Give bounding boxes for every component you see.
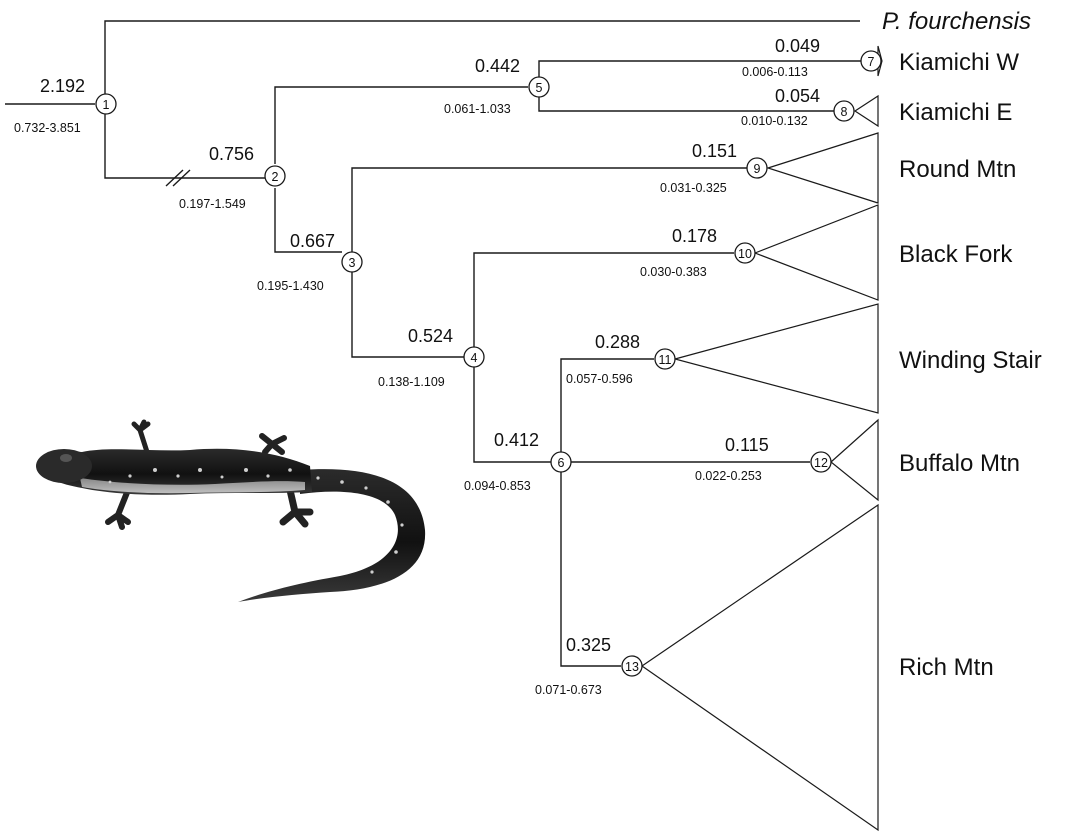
node-hpd-interval: 0.094-0.853 [464,479,531,493]
node-hpd-interval: 0.010-0.132 [741,114,808,128]
node-age: 2.192 [40,76,85,96]
node-hpd-interval: 0.022-0.253 [695,469,762,483]
node-hpd-interval: 0.057-0.596 [566,372,633,386]
node-age: 0.667 [290,231,335,251]
clade-triangle-winding-stair [672,303,879,414]
node-13: 13 0.325 0.071-0.673 [535,635,643,697]
node-hpd-interval: 0.071-0.673 [535,683,602,697]
branch-node5 [538,60,861,112]
clade-triangle-black-fork [753,204,879,301]
node-number: 1 [103,98,110,112]
node-age: 0.049 [775,36,820,56]
node-age: 0.288 [595,332,640,352]
node-12: 12 0.115 0.022-0.253 [695,435,832,483]
node-number: 4 [471,351,478,365]
node-hpd-interval: 0.031-0.325 [660,181,727,195]
node-number: 3 [349,256,356,270]
clade-label-rich-mtn: Rich Mtn [899,654,994,681]
node-hpd-interval: 0.732-3.851 [14,121,81,135]
node-number: 10 [738,247,752,261]
branch-node1 [104,20,860,179]
node-number: 13 [625,660,639,674]
node-age: 0.151 [692,141,737,161]
node-6: 6 0.412 0.094-0.853 [464,430,572,493]
clade-label-kiamichi-w: Kiamichi W [899,49,1019,76]
node-age: 0.115 [725,435,769,455]
node-number: 6 [558,456,565,470]
node-hpd-interval: 0.006-0.113 [742,65,808,79]
node-3: 3 0.667 0.195-1.430 [257,231,363,293]
node-hpd-interval: 0.138-1.109 [378,375,445,389]
branch-node2 [274,86,528,253]
clade-label-kiamichi-e: Kiamichi E [899,99,1012,126]
node-8: 8 0.054 0.010-0.132 [741,86,855,128]
node-number: 2 [272,170,279,184]
node-9: 9 0.151 0.031-0.325 [660,141,768,195]
node-7: 7 0.049 0.006-0.113 [742,36,882,79]
tree-branches [5,20,861,667]
node-hpd-interval: 0.195-1.430 [257,279,324,293]
node-2: 2 0.756 0.197-1.549 [179,144,286,211]
clade-triangles [640,45,883,832]
node-age: 0.178 [672,226,717,246]
clade-triangle-kiamichi-e [853,94,879,128]
node-age: 0.524 [408,326,453,346]
node-number: 8 [841,105,848,119]
clade-label-black-fork: Black Fork [899,241,1013,268]
node-1: 1 2.192 0.732-3.851 [14,76,117,135]
node-age: 0.442 [475,56,520,76]
clade-label-winding-stair: Winding Stair [899,347,1042,374]
node-number: 12 [814,456,828,470]
taxon-labels: P. fourchensis Kiamichi W Kiamichi E Rou… [882,8,1042,681]
branch-break-mark [165,169,191,187]
node-age: 0.054 [775,86,820,106]
node-5: 5 0.442 0.061-1.033 [444,56,550,116]
branch-node4 [473,252,734,463]
node-age: 0.756 [209,144,254,164]
clade-label-buffalo-mtn: Buffalo Mtn [899,450,1020,477]
node-age: 0.412 [494,430,539,450]
clade-triangle-buffalo-mtn [830,418,879,502]
node-11: 11 0.288 0.057-0.596 [566,332,676,386]
branch-node3 [351,167,747,358]
node-age: 0.325 [566,635,611,655]
node-hpd-interval: 0.030-0.383 [640,265,707,279]
clade-triangle-rich-mtn [640,503,879,832]
node-number: 11 [659,353,672,367]
node-hpd-interval: 0.061-1.033 [444,102,511,116]
salamander-photo [36,419,426,602]
node-number: 7 [868,55,875,69]
outgroup-label: P. fourchensis [882,8,1031,35]
node-number: 5 [536,81,543,95]
node-hpd-interval: 0.197-1.549 [179,197,246,211]
node-10: 10 0.178 0.030-0.383 [640,226,756,279]
clade-label-round-mtn: Round Mtn [899,156,1016,183]
clade-triangle-round-mtn [766,132,879,204]
branch-node6 [560,358,810,667]
node-4: 4 0.524 0.138-1.109 [378,326,485,389]
node-number: 9 [754,162,761,176]
